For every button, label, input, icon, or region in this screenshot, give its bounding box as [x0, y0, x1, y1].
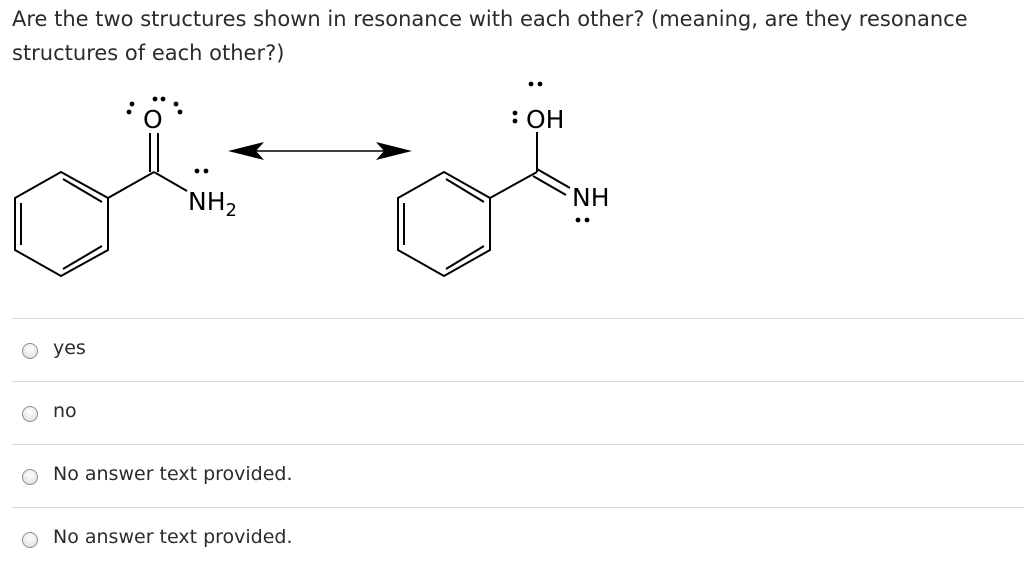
option-row[interactable]: no: [12, 381, 1024, 444]
right-structure: [397, 132, 571, 278]
left-structure: [14, 133, 188, 278]
resonance-structures-figure: O NH2 OH NH: [14, 81, 610, 278]
answer-options: yes no No answer text provided. No answe…: [12, 318, 1024, 572]
left-oxygen-label: O: [143, 105, 163, 134]
right-imine-label: NH: [572, 183, 610, 212]
option-row[interactable]: yes: [12, 318, 1024, 381]
right-hydroxyl-label: OH: [526, 105, 564, 134]
radio-button[interactable]: [22, 406, 38, 422]
right-oxygen-lone-pairs: [512, 81, 543, 124]
radio-button[interactable]: [22, 343, 38, 359]
option-label: no: [53, 400, 77, 422]
left-oxygen-lone-pairs: [126, 96, 183, 115]
option-label: yes: [53, 337, 86, 359]
option-row[interactable]: No answer text provided.: [12, 507, 1024, 572]
left-benzene-ring: [14, 170, 109, 278]
radio-button[interactable]: [22, 532, 38, 548]
right-nitrogen-lone-pair: [575, 217, 590, 223]
right-benzene-ring: [397, 170, 491, 278]
option-label: No answer text provided.: [53, 463, 293, 485]
resonance-arrow: [228, 142, 412, 160]
left-amine-label: NH2: [188, 187, 237, 221]
question-text: Are the two structures shown in resonanc…: [12, 7, 968, 65]
option-row[interactable]: No answer text provided.: [12, 444, 1024, 507]
radio-button[interactable]: [22, 469, 38, 485]
option-label: No answer text provided.: [53, 526, 293, 548]
left-nitrogen-lone-pair: [194, 168, 209, 174]
